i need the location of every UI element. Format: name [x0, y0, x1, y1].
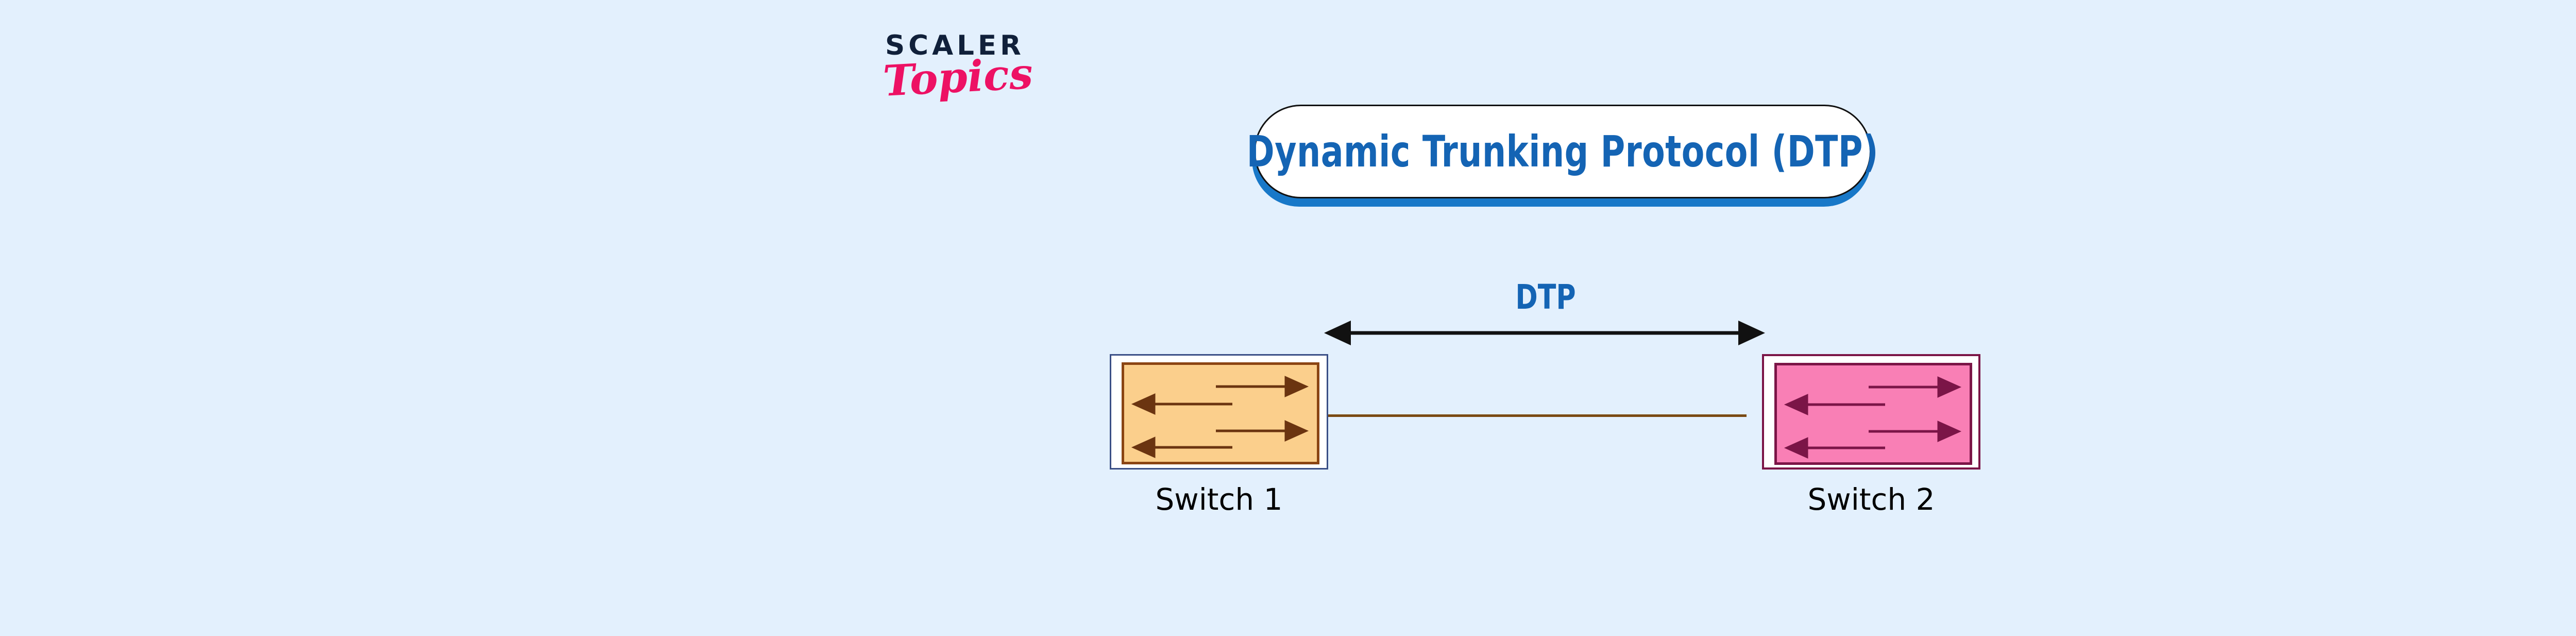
- switch-2-caption: Switch 2: [1807, 482, 1935, 517]
- title-banner-pill: Dynamic Trunking Protocol (DTP): [1247, 105, 1878, 198]
- dtp-bidirectional-arrow-icon: [1324, 321, 1765, 345]
- dtp-link-label: DTP: [1515, 277, 1576, 317]
- switch-2-body: [1774, 363, 1972, 465]
- switch-2-node: [1762, 354, 1980, 470]
- switch-1-traffic-arrows-icon: [1131, 376, 1309, 458]
- title-banner: Dynamic Trunking Protocol (DTP): [1247, 105, 1878, 208]
- scaler-topics-logo: SCALER Topics: [882, 30, 1050, 122]
- page-title: Dynamic Trunking Protocol (DTP): [1246, 126, 1879, 177]
- switch-2-traffic-arrows-icon: [1784, 376, 1962, 459]
- logo-wordmark-scaler: SCALER: [885, 30, 1025, 61]
- switch-interconnect-line: [1325, 414, 1747, 417]
- switch-1-node: [1110, 354, 1328, 470]
- logo-wordmark-topics: Topics: [882, 48, 1035, 106]
- switch-1-caption: Switch 1: [1155, 482, 1283, 517]
- switch-1-body: [1122, 362, 1319, 464]
